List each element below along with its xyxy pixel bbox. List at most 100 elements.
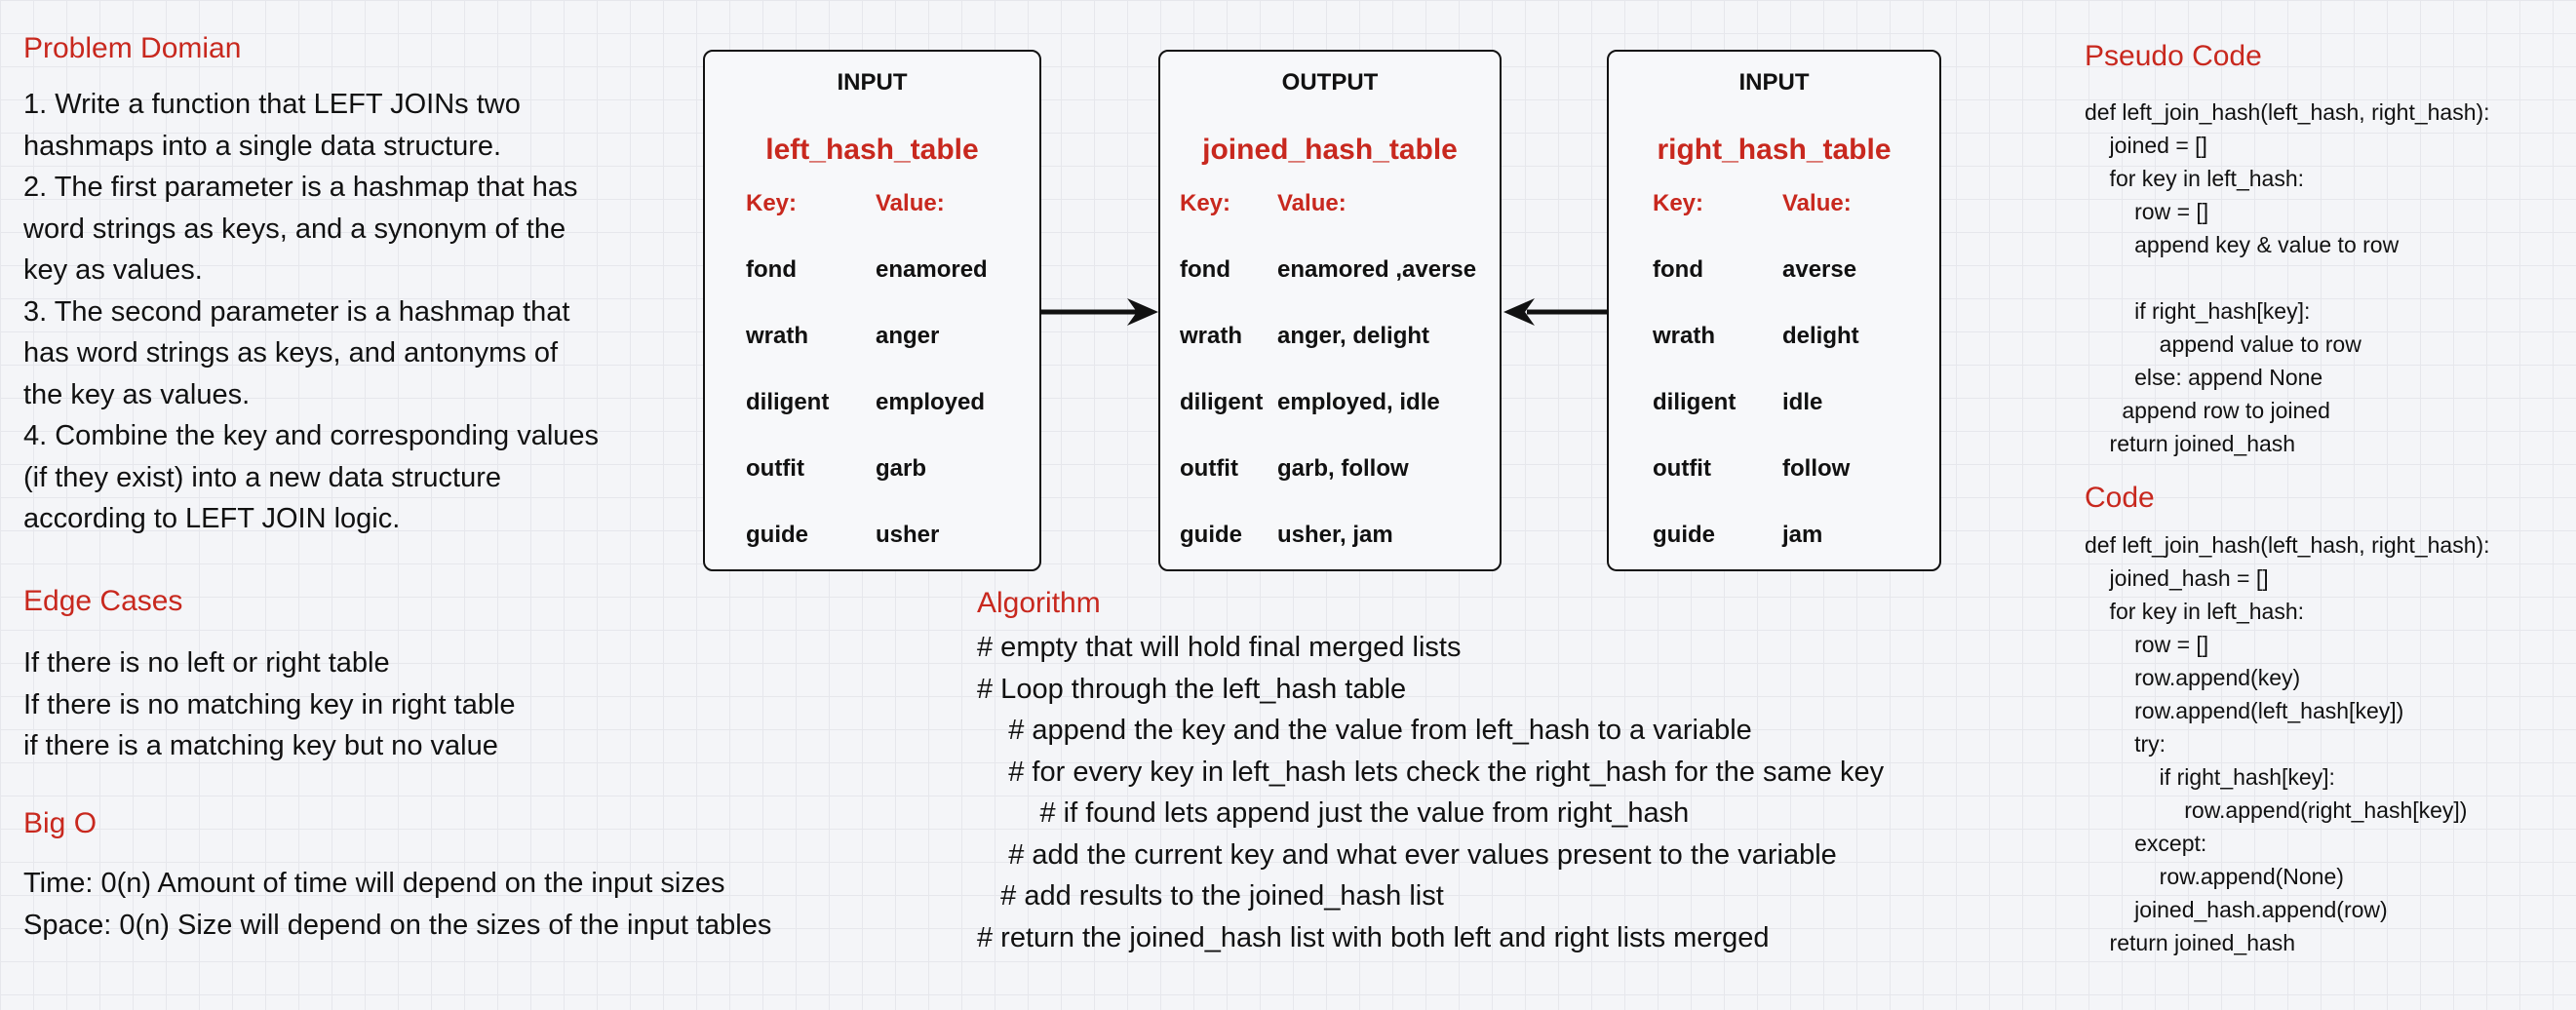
output-table-label: OUTPUT	[1281, 69, 1379, 96]
right-key-cell: fond	[1653, 256, 1703, 283]
output-key-cell: diligent	[1180, 389, 1264, 415]
code-line: row.append(left_hash[key])	[2085, 698, 2404, 723]
right-key-cell: wrath	[1653, 323, 1716, 349]
left-hash-table-box: INPUT left_hash_table Key: Value: fond e…	[703, 50, 1041, 571]
left-to-output-arrow	[1041, 298, 1158, 326]
output-key-cell: wrath	[1180, 323, 1243, 349]
big-o-line: Time: 0(n) Amount of time will depend on…	[23, 868, 725, 899]
problem-line: has word strings as keys, and antonyms o…	[23, 337, 559, 369]
output-value-cell: employed, idle	[1277, 389, 1440, 415]
algorithm-line: # return the joined_hash list with both …	[977, 921, 1770, 953]
algorithm-line: # append the key and the value from left…	[977, 715, 1752, 746]
output-key-cell: fond	[1180, 256, 1230, 283]
output-table-title: joined_hash_table	[1202, 134, 1458, 166]
left-value-header: Value:	[876, 190, 945, 216]
right-value-cell: idle	[1782, 389, 1823, 415]
algorithm-line: # empty that will hold final merged list…	[977, 632, 1462, 663]
problem-line: (if they exist) into a new data structur…	[23, 461, 501, 493]
right-value-cell: averse	[1782, 256, 1857, 283]
left-key-cell: wrath	[746, 323, 809, 349]
right-to-output-arrow	[1503, 298, 1607, 326]
right-table-title: right_hash_table	[1657, 134, 1892, 166]
pseudo-code-line: append row to joined	[2085, 398, 2330, 423]
algorithm-line: # Loop through the left_hash table	[977, 673, 1407, 705]
output-value-cell: anger, delight	[1277, 323, 1430, 349]
edge-cases-heading: Edge Cases	[23, 585, 183, 617]
output-value-cell: usher, jam	[1277, 522, 1393, 548]
code-line: row.append(key)	[2085, 665, 2301, 690]
left-key-header: Key:	[746, 190, 798, 216]
algorithm-line: # for every key in left_hash lets check …	[977, 756, 1885, 788]
algorithm-line: # add results to the joined_hash list	[977, 880, 1444, 912]
left-value-cell: employed	[876, 389, 986, 415]
pseudo-code-heading: Pseudo Code	[2085, 40, 2262, 72]
code-heading: Code	[2085, 482, 2155, 514]
code-line: try:	[2085, 731, 2166, 757]
left-key-cell: fond	[746, 256, 797, 283]
pseudo-code-line: if right_hash[key]:	[2085, 298, 2311, 324]
joined-hash-table-box: OUTPUT joined_hash_table Key: Value: fon…	[1158, 50, 1502, 571]
output-value-cell: enamored ,averse	[1277, 256, 1477, 283]
pseudo-code-line: def left_join_hash(left_hash, right_hash…	[2085, 99, 2490, 125]
code-line: row.append(right_hash[key])	[2085, 797, 2468, 823]
right-key-cell: diligent	[1653, 389, 1737, 415]
problem-domain-heading: Problem Domian	[23, 32, 242, 64]
code-line: def left_join_hash(left_hash, right_hash…	[2085, 532, 2490, 558]
left-key-cell: outfit	[746, 455, 804, 482]
output-key-cell: guide	[1180, 522, 1242, 548]
problem-line: 2. The first parameter is a hashmap that…	[23, 172, 578, 203]
problem-line: word strings as keys, and a synonym of t…	[23, 213, 566, 245]
algorithm-heading: Algorithm	[977, 587, 1101, 619]
left-value-cell: garb	[876, 455, 927, 482]
left-value-cell: usher	[876, 522, 940, 548]
left-table-title: left_hash_table	[765, 134, 979, 166]
output-value-header: Value:	[1277, 190, 1347, 216]
big-o-text: Time: 0(n) Amount of time will depend on…	[23, 863, 771, 946]
problem-line: the key as values.	[23, 378, 251, 410]
output-value-cell: garb, follow	[1277, 455, 1409, 482]
code-line: row = []	[2085, 632, 2209, 657]
problem-domain-text: 1. Write a function that LEFT JOINs two …	[23, 84, 599, 540]
left-value-cell: anger	[876, 323, 940, 349]
code-text: def left_join_hash(left_hash, right_hash…	[2085, 528, 2490, 959]
problem-line: 1. Write a function that LEFT JOINs two	[23, 89, 521, 120]
pseudo-code-line: row = []	[2085, 199, 2209, 224]
problem-line: 3. The second parameter is a hashmap tha…	[23, 295, 570, 328]
algorithm-line: # add the current key and what ever valu…	[977, 838, 1837, 871]
code-line: return joined_hash	[2085, 930, 2296, 955]
problem-line: key as values.	[23, 254, 203, 286]
code-line: except:	[2085, 831, 2207, 856]
output-key-cell: outfit	[1180, 455, 1238, 482]
pseudo-code-line	[2085, 261, 2490, 294]
output-key-header: Key:	[1180, 190, 1231, 216]
code-line: row.append(None)	[2085, 864, 2344, 889]
right-key-cell: guide	[1653, 522, 1715, 548]
code-line: for key in left_hash:	[2085, 599, 2305, 624]
right-key-header: Key:	[1653, 190, 1704, 216]
right-value-cell: delight	[1782, 323, 1859, 349]
right-value-header: Value:	[1782, 190, 1852, 216]
pseudo-code-line: else: append None	[2085, 365, 2323, 390]
code-line: if right_hash[key]:	[2085, 764, 2335, 790]
edge-cases-text: If there is no left or right table If th…	[23, 642, 516, 767]
right-value-cell: jam	[1782, 522, 1823, 548]
pseudo-code-line: return joined_hash	[2085, 431, 2296, 456]
problem-line: hashmaps into a single data structure.	[23, 130, 502, 162]
right-hash-table-box: INPUT right_hash_table Key: Value: fond …	[1607, 50, 1941, 571]
problem-line: according to LEFT JOIN logic.	[23, 503, 401, 534]
left-value-cell: enamored	[876, 256, 988, 283]
right-value-cell: follow	[1782, 455, 1851, 482]
pseudo-code-text: def left_join_hash(left_hash, right_hash…	[2085, 96, 2490, 460]
big-o-heading: Big O	[23, 807, 98, 839]
edge-case-line: If there is no left or right table	[23, 647, 390, 679]
edge-case-line: If there is no matching key in right tab…	[23, 688, 516, 720]
right-table-label: INPUT	[1738, 69, 1810, 96]
algorithm-line: # if found lets append just the value fr…	[977, 797, 1690, 829]
code-line: joined_hash.append(row)	[2085, 897, 2388, 922]
problem-line: 4. Combine the key and corresponding val…	[23, 420, 600, 451]
pseudo-code-line: append value to row	[2085, 331, 2361, 357]
edge-case-line: if there is a matching key but no value	[23, 730, 498, 761]
left-table-label: INPUT	[837, 69, 908, 96]
algorithm-text: # empty that will hold final merged list…	[977, 627, 1884, 958]
code-line: joined_hash = []	[2085, 565, 2269, 591]
